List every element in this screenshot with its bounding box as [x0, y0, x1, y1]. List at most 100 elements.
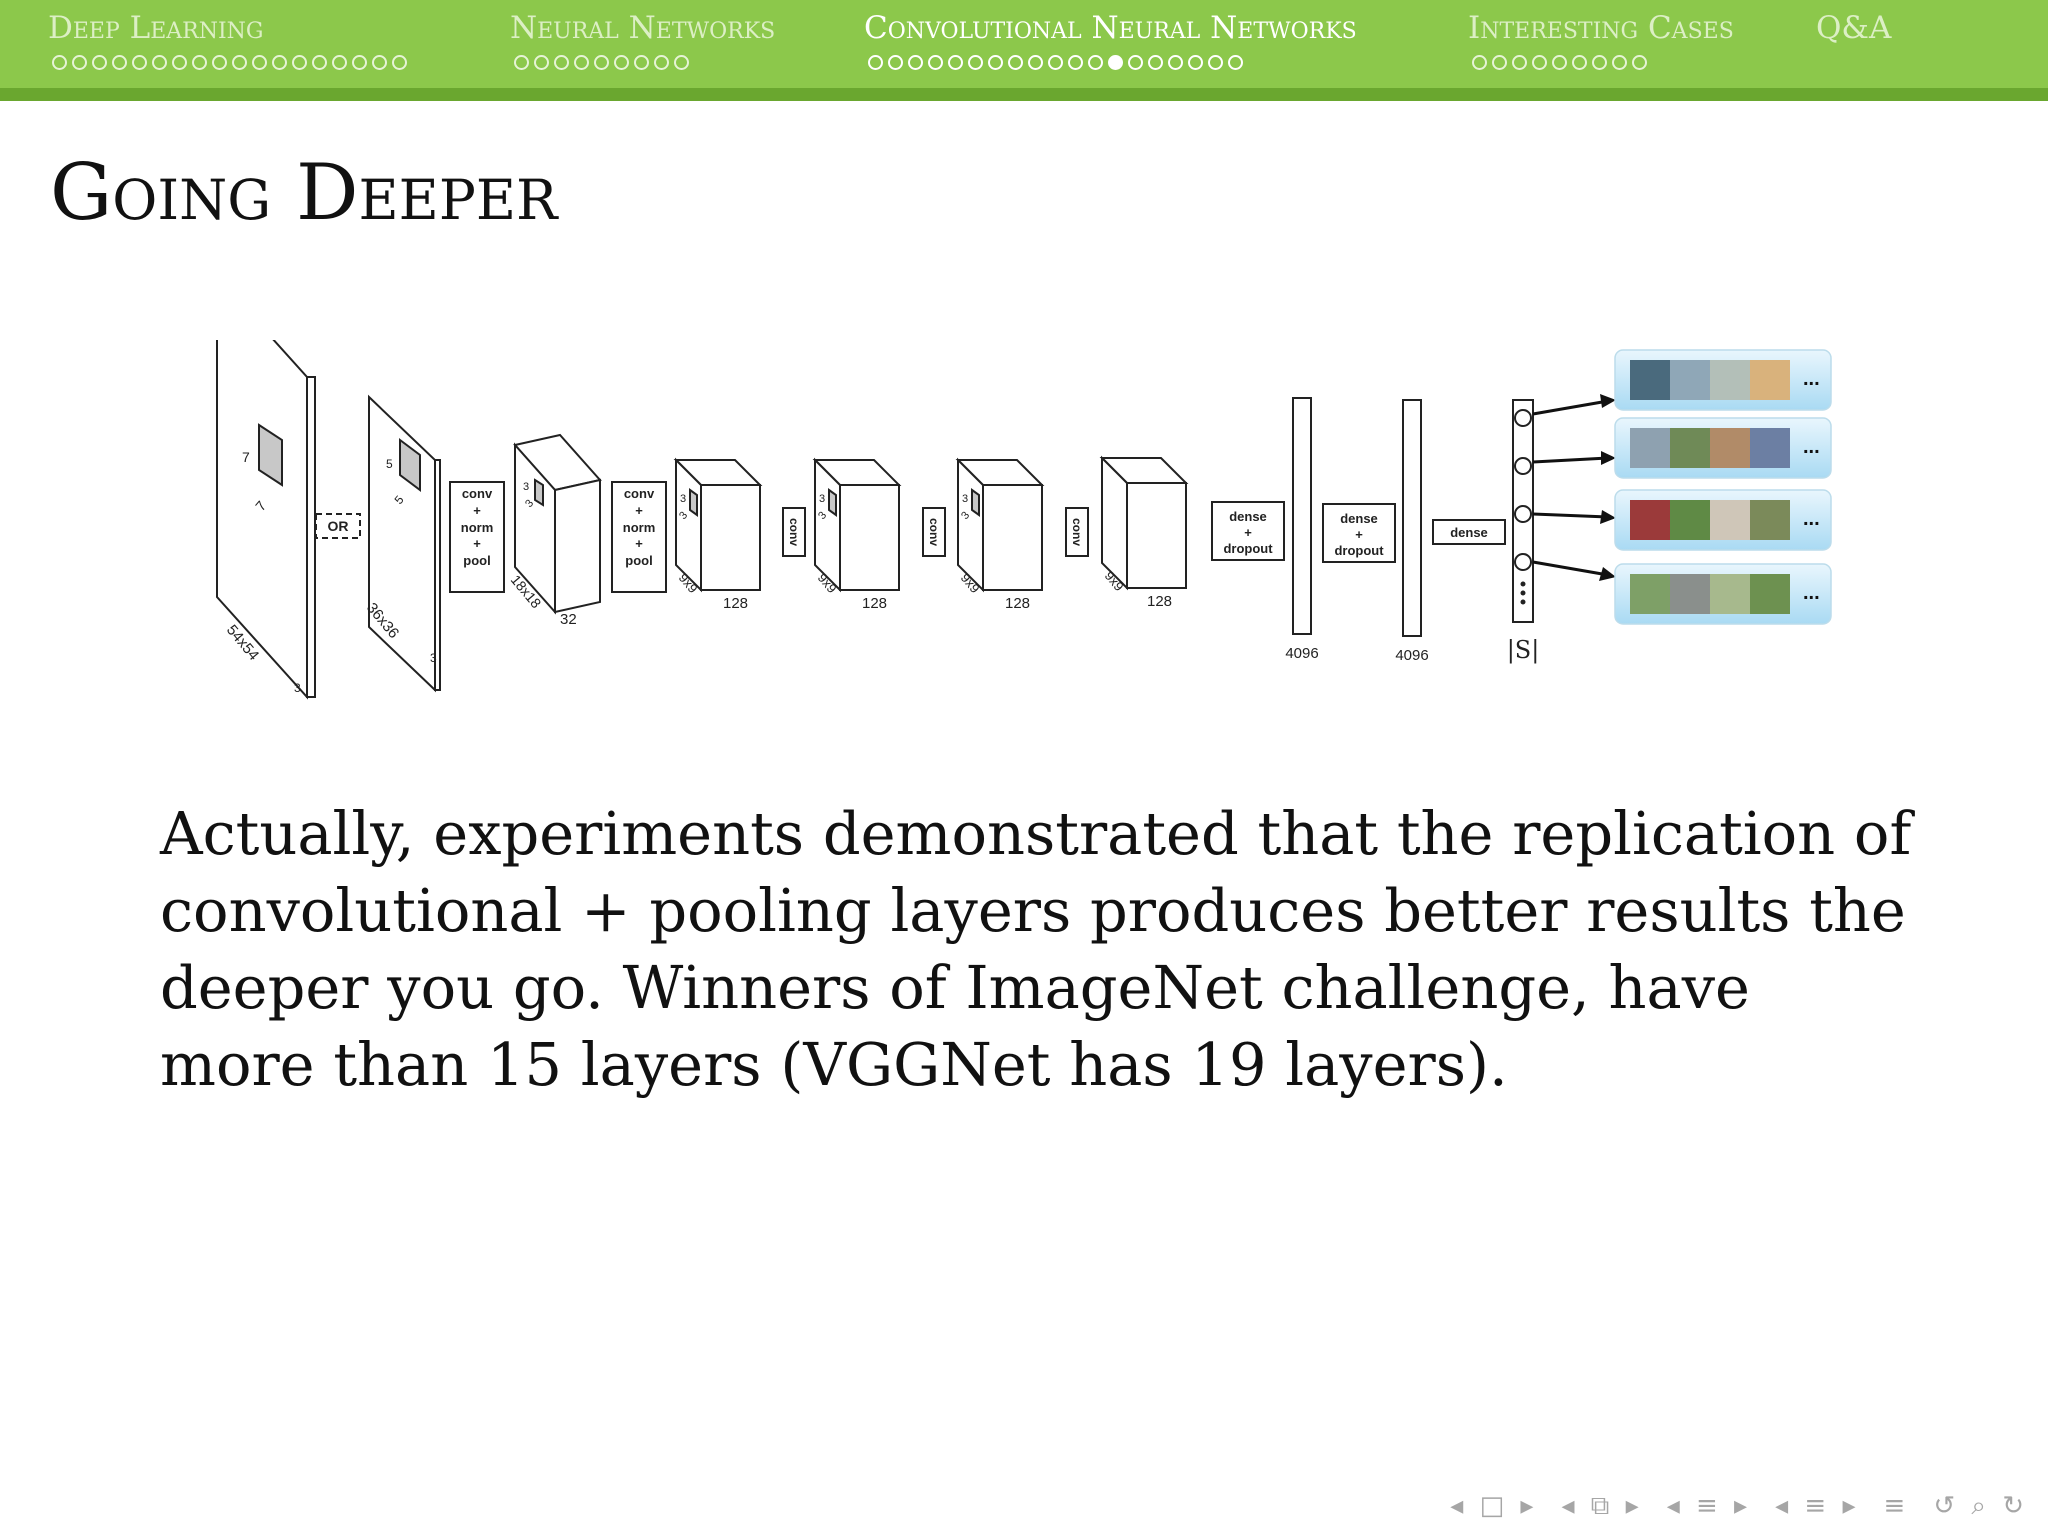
class-image-row-1: [1614, 349, 1832, 411]
frame-dot[interactable]: [152, 55, 167, 70]
frame-dot[interactable]: [1228, 55, 1243, 70]
class-image-row-4: [1614, 563, 1832, 625]
frame-dot[interactable]: [1008, 55, 1023, 70]
frame-dot[interactable]: [1048, 55, 1063, 70]
nav-section-interesting-cases[interactable]: Interesting Cases: [1468, 10, 1734, 46]
conv-block-3: [1065, 507, 1089, 557]
svg-text:norm: norm: [623, 520, 656, 535]
frame-dot[interactable]: [1592, 55, 1607, 70]
svg-text:pool: pool: [625, 553, 652, 568]
frame-dot[interactable]: [1128, 55, 1143, 70]
frame-dot[interactable]: [574, 55, 589, 70]
nav-dots-interesting-cases[interactable]: [1472, 55, 1647, 70]
input-kernel-label-1: 7: [242, 449, 250, 465]
svg-text:...: ...: [1803, 582, 1820, 604]
frame-dot[interactable]: [1532, 55, 1547, 70]
frame-dot[interactable]: [928, 55, 943, 70]
frame-dot[interactable]: [634, 55, 649, 70]
svg-text:128: 128: [723, 595, 748, 612]
frame-dot[interactable]: [332, 55, 347, 70]
feature-volume-128-3: [955, 457, 1045, 593]
nav-section-qa[interactable]: Q&A: [1816, 10, 1892, 46]
frame-dot[interactable]: [1612, 55, 1627, 70]
frame-dot[interactable]: [888, 55, 903, 70]
frame-dot[interactable]: [554, 55, 569, 70]
nav-dots-deep-learning[interactable]: [52, 55, 407, 70]
nav-section-neural-networks[interactable]: Neural Networks: [510, 10, 776, 46]
frame-dot[interactable]: [1572, 55, 1587, 70]
svg-text:3: 3: [962, 493, 968, 505]
frame-dot[interactable]: [252, 55, 267, 70]
frame-dot[interactable]: [968, 55, 983, 70]
svg-text:conv: conv: [1070, 518, 1084, 546]
frame-dot[interactable]: [908, 55, 923, 70]
search-back-forward-icon[interactable]: ↺ ⌕ ↻: [1933, 1490, 2028, 1521]
svg-text:...: ...: [1803, 368, 1820, 390]
frame-dot[interactable]: [1068, 55, 1083, 70]
frame-dot[interactable]: [92, 55, 107, 70]
frame-dot[interactable]: [1632, 55, 1647, 70]
svg-text:dropout: dropout: [1223, 541, 1273, 556]
frame-dot[interactable]: [1148, 55, 1163, 70]
frame-dot[interactable]: [614, 55, 629, 70]
svg-text:+: +: [1355, 527, 1363, 542]
frame-dot[interactable]: [594, 55, 609, 70]
frame-nav-icon[interactable]: ◂ □ ▸: [1450, 1491, 1538, 1521]
frame-dot[interactable]: [654, 55, 669, 70]
navigation-bar-edge: [0, 88, 2048, 101]
nav-section-deep-learning[interactable]: Deep Learning: [48, 10, 264, 46]
feature-volume-18x18: [513, 433, 602, 615]
frame-dot[interactable]: [514, 55, 529, 70]
frame-dot[interactable]: [172, 55, 187, 70]
section-nav-icon[interactable]: ◂ ≡ ▸: [1666, 1491, 1752, 1521]
frame-dot[interactable]: [212, 55, 227, 70]
frame-dot[interactable]: [534, 55, 549, 70]
frame-dot[interactable]: [1512, 55, 1527, 70]
frame-dot[interactable]: [392, 55, 407, 70]
frame-dot[interactable]: [1028, 55, 1043, 70]
frame-dot[interactable]: [674, 55, 689, 70]
frame-dot[interactable]: [72, 55, 87, 70]
frame-dot[interactable]: [988, 55, 1003, 70]
conv-norm-pool-block-1: [449, 481, 505, 593]
nav-dots-neural-networks[interactable]: [514, 55, 689, 70]
frame-dot[interactable]: [232, 55, 247, 70]
class-image-row-2: [1614, 417, 1832, 479]
frame-dot[interactable]: [272, 55, 287, 70]
svg-text:conv: conv: [624, 486, 655, 501]
current-frame-dot[interactable]: [1108, 55, 1123, 70]
frame-dot[interactable]: [1552, 55, 1567, 70]
frame-dot[interactable]: [192, 55, 207, 70]
frame-dot[interactable]: [1088, 55, 1103, 70]
frame-dot[interactable]: [372, 55, 387, 70]
appendix-nav-icon[interactable]: ≡: [1883, 1491, 1910, 1521]
frame-dot[interactable]: [132, 55, 147, 70]
frame-dot[interactable]: [948, 55, 963, 70]
document-nav-icon[interactable]: ◂ ≡ ▸: [1775, 1491, 1860, 1521]
subsection-nav-icon[interactable]: ◂ ⧉ ▸: [1561, 1490, 1643, 1521]
frame-dot[interactable]: [352, 55, 367, 70]
beamer-navigation-controls: ◂ □ ▸ ◂ ⧉ ▸ ◂ ≡ ▸ ◂ ≡ ▸ ≡ ↺ ⌕ ↻: [1450, 1486, 2028, 1526]
frame-dot[interactable]: [1492, 55, 1507, 70]
frame-dot[interactable]: [112, 55, 127, 70]
svg-text:5: 5: [386, 457, 393, 471]
svg-text:+: +: [1244, 525, 1252, 540]
svg-text:dropout: dropout: [1334, 543, 1384, 558]
or-label: OR: [328, 518, 349, 534]
frame-dot[interactable]: [868, 55, 883, 70]
frame-dot[interactable]: [52, 55, 67, 70]
fc-layer-2: [1402, 399, 1422, 637]
input-depth-label: 3: [294, 681, 301, 695]
svg-text:32: 32: [560, 611, 577, 628]
frame-dot[interactable]: [312, 55, 327, 70]
conv-block-2: [922, 507, 946, 557]
frame-dot[interactable]: [1168, 55, 1183, 70]
frame-dot[interactable]: [1188, 55, 1203, 70]
frame-dot[interactable]: [292, 55, 307, 70]
nav-section-cnn[interactable]: Convolutional Neural Networks: [864, 10, 1357, 46]
svg-text:dense: dense: [1229, 509, 1267, 524]
frame-dot[interactable]: [1208, 55, 1223, 70]
svg-text:conv: conv: [787, 518, 801, 546]
frame-dot[interactable]: [1472, 55, 1487, 70]
nav-dots-cnn[interactable]: [868, 55, 1243, 70]
